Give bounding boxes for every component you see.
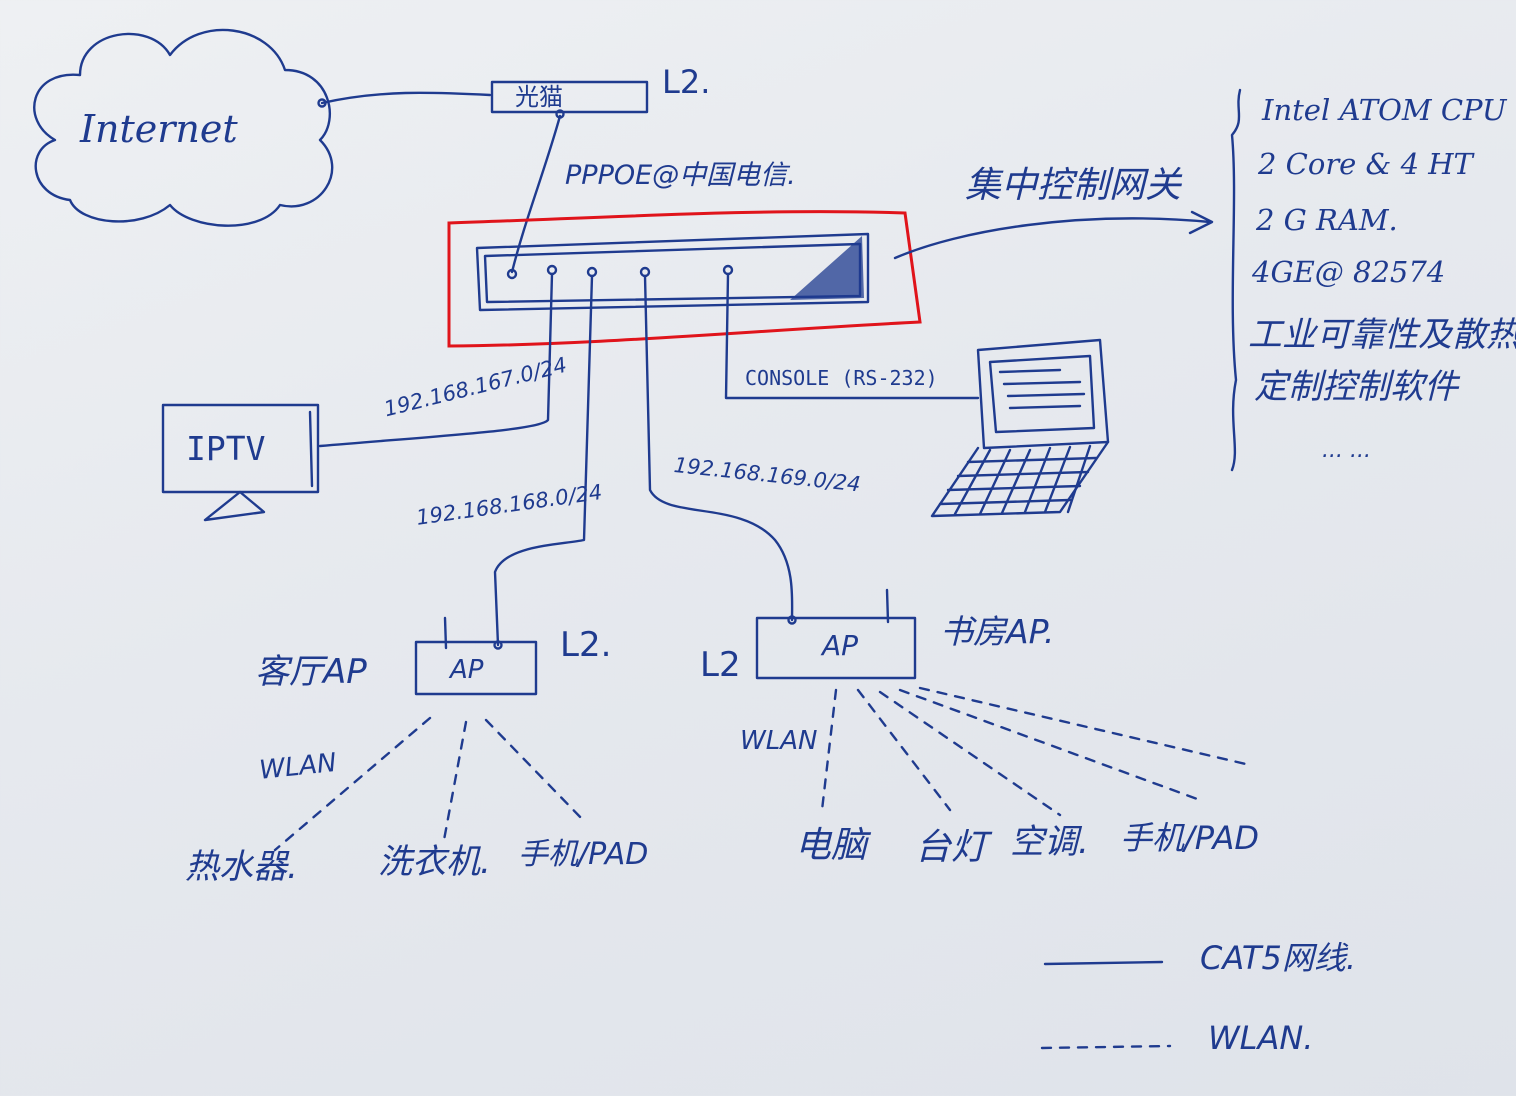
living-client-phone: 手机/PAD <box>518 837 649 872</box>
living-client-washer: 洗衣机. <box>378 842 491 882</box>
study-client-phone: 手机/PAD <box>1120 819 1260 857</box>
study-ap-name: 书房AP. <box>940 612 1055 651</box>
living-ap-layer: L2. <box>560 625 612 665</box>
spec-ram: 2 G RAM. <box>1256 203 1398 237</box>
study-ap-box <box>755 616 917 680</box>
console-label: CONSOLE (RS-232) <box>745 366 938 390</box>
study-client-pc: 电脑 <box>795 825 868 866</box>
spec-cpu: Intel ATOM CPU <box>1262 93 1507 127</box>
legend-wlan-line <box>1040 1044 1172 1050</box>
study-ap-wlan-links <box>820 686 1252 817</box>
study-ap-wlan-label: WLAN <box>740 726 818 756</box>
spec-bracket <box>1230 88 1242 472</box>
internet-cloud <box>33 28 334 227</box>
gateway-highlight <box>447 210 922 348</box>
modem-box <box>490 80 649 114</box>
gateway-to-iptv-line <box>318 272 554 448</box>
legend-cable-label: CAT5网线. <box>1200 939 1356 977</box>
pppoe-label: PPPOE@中国电信. <box>565 160 796 191</box>
spec-software: 定制控制软件 <box>1254 367 1458 407</box>
living-ap-wlan-links <box>273 716 587 852</box>
internet-label: Internet <box>80 107 238 151</box>
spec-more: ... ... <box>1322 438 1371 463</box>
study-ap-layer: L2 <box>700 645 741 685</box>
study-client-ac: 空调. <box>1010 822 1089 862</box>
living-ap-box-label: AP <box>450 655 484 685</box>
gateway-callout-label: 集中控制网关 <box>965 165 1182 206</box>
gateway-shading <box>790 236 864 300</box>
living-client-water-heater: 热水器. <box>185 847 298 887</box>
study-ap-box-label: AP <box>822 629 859 662</box>
internet-to-modem-line <box>320 91 492 105</box>
console-line <box>724 272 980 400</box>
gateway-to-study-ap-line <box>643 274 794 622</box>
living-ap-wlan-label: WLAN <box>257 747 338 786</box>
laptop-icon <box>930 338 1110 518</box>
study-client-lamp: 台灯 <box>915 827 988 868</box>
living-ap-box <box>414 640 538 696</box>
modem-label: 光猫 <box>515 83 563 111</box>
spec-cores: 2 Core & 4 HT <box>1258 147 1473 181</box>
spec-nic: 4GE@ 82574 <box>1252 255 1446 289</box>
modem-layer-label: L2. <box>662 63 711 101</box>
legend-cable-line <box>1043 960 1164 966</box>
gateway-to-living-ap-line <box>493 274 594 647</box>
callout-arrow <box>893 217 1212 260</box>
gateway-box <box>475 232 870 312</box>
modem-to-gateway-line <box>510 114 562 274</box>
spec-industrial: 工业可靠性及散热 <box>1248 315 1516 355</box>
living-ap-name: 客厅AP <box>255 652 367 692</box>
legend-wlan-label: WLAN. <box>1208 1019 1314 1057</box>
iptv-label: IPTV <box>186 429 266 468</box>
